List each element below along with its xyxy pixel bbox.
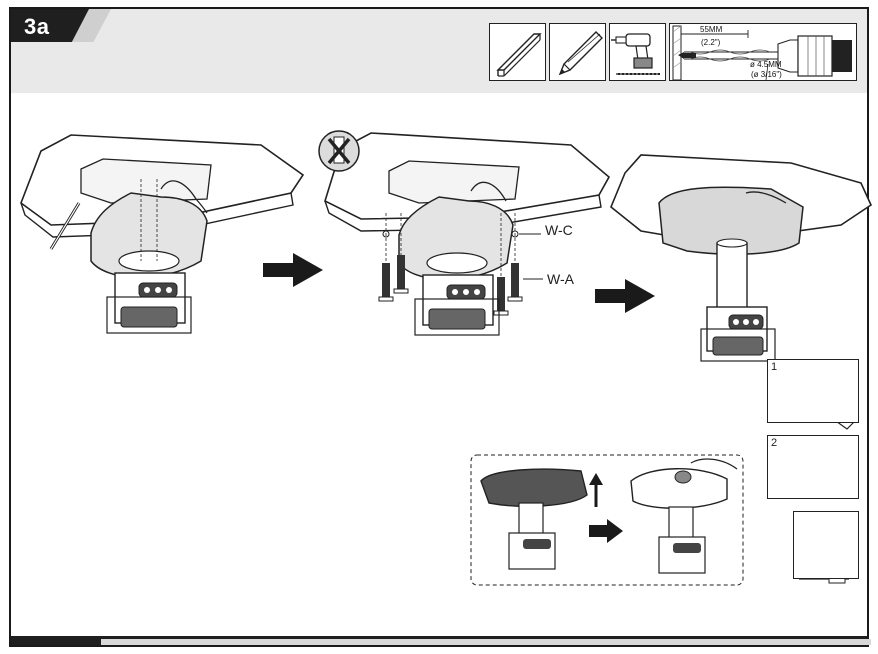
tool-board <box>489 23 546 81</box>
header-band: 3a <box>11 9 867 93</box>
side-step-2: 2 <box>767 435 859 499</box>
footer-light <box>101 639 871 645</box>
pencil-icon <box>558 31 603 76</box>
step-label: 3a <box>24 14 50 39</box>
callout-washer-label: W-C <box>545 222 573 238</box>
instruction-frame: 3a <box>9 7 873 647</box>
tool-drill-bit-spec: 55MM (2.2") ø 4.5MM (ø 3/16") <box>669 23 857 81</box>
ceiling-bracket-assembly-2 <box>318 130 611 336</box>
diameter-in: (ø 3/16") <box>751 70 782 79</box>
drill-icon <box>611 33 660 75</box>
ceiling-bracket-assembly-1 <box>20 134 305 334</box>
board-icon <box>496 33 542 77</box>
drill-bit-spec-icon <box>672 25 852 81</box>
side-step-tools <box>793 511 859 579</box>
depth-in: (2.2") <box>701 38 721 47</box>
tool-pencil <box>549 23 606 81</box>
screw-set <box>378 255 523 316</box>
ceiling-cover-assembly-3 <box>610 154 873 362</box>
tool-drill <box>609 23 666 81</box>
side-step-number: 1 <box>771 361 778 373</box>
arrow-right-2 <box>595 279 655 313</box>
side-step-1: 1 <box>767 359 859 423</box>
depth-mm: 55MM <box>700 25 723 34</box>
cover-removal-inset <box>470 454 744 586</box>
arrow-right-1 <box>263 253 323 287</box>
main-illustration <box>20 130 873 586</box>
diameter-mm: ø 4.5MM <box>750 60 782 69</box>
callout-screw-label: W-A <box>547 271 574 287</box>
side-step-number: 2 <box>771 437 778 449</box>
